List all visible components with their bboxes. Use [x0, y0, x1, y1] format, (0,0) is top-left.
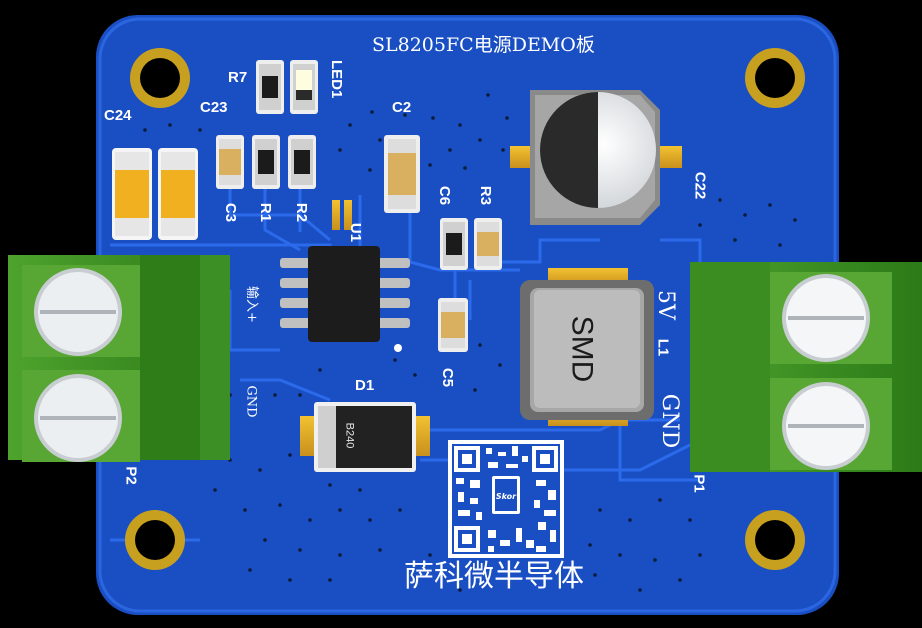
capacitor-c23: [158, 148, 198, 240]
resistor-r1: [252, 135, 280, 189]
mounting-holes: [125, 48, 805, 570]
label-5v: 5V: [652, 290, 678, 320]
label-led1: LED1: [328, 60, 345, 99]
capacitor-c24: [112, 148, 152, 240]
label-l1: L1: [654, 338, 672, 357]
resistor-r2: [288, 135, 316, 189]
label-r1: R1: [257, 202, 275, 223]
resistor-r3: [474, 218, 502, 270]
capacitor-c22: [510, 90, 682, 225]
label-u1: U1: [347, 222, 365, 243]
terminal-block-p1: [690, 262, 922, 472]
label-gnd-right: GND: [657, 393, 683, 449]
capacitor-c2: [384, 135, 420, 213]
board-title: SL8205FC电源DEMO板: [372, 34, 595, 56]
label-c23: C23: [200, 99, 228, 116]
label-r3: R3: [477, 185, 495, 206]
label-c22: C22: [691, 171, 709, 200]
label-c3: C3: [222, 202, 240, 223]
svg-text:Skor: Skor: [496, 492, 517, 501]
label-d1: D1: [355, 377, 375, 394]
label-c2: C2: [392, 99, 412, 116]
label-c24: C24: [104, 107, 132, 124]
capacitor-c6: [440, 218, 468, 270]
diode-d1: [300, 402, 430, 472]
jumper-pad: [332, 200, 352, 230]
ic-u1: [280, 246, 410, 352]
inductor-marking: SMD: [565, 315, 599, 383]
capacitor-c3: [216, 135, 244, 189]
capacitor-c5: [438, 298, 468, 352]
led-led1: [290, 60, 318, 114]
diode-marking: B240: [343, 422, 356, 449]
label-c5: C5: [439, 367, 457, 388]
label-p1: P1: [690, 474, 708, 493]
label-gnd-left: GND: [243, 385, 259, 418]
label-p2: P2: [122, 466, 140, 485]
company-name: 萨科微半导体: [404, 559, 584, 594]
vias: [143, 93, 797, 592]
terminal-block-p2: [8, 255, 230, 462]
label-c6: C6: [436, 185, 454, 206]
label-r2: R2: [293, 202, 311, 223]
qr-code: Skor: [448, 440, 564, 558]
label-input-plus: 输入+: [243, 286, 259, 323]
inductor-l1: [520, 268, 654, 426]
resistor-r7: [256, 60, 284, 114]
label-r7: R7: [228, 69, 248, 86]
